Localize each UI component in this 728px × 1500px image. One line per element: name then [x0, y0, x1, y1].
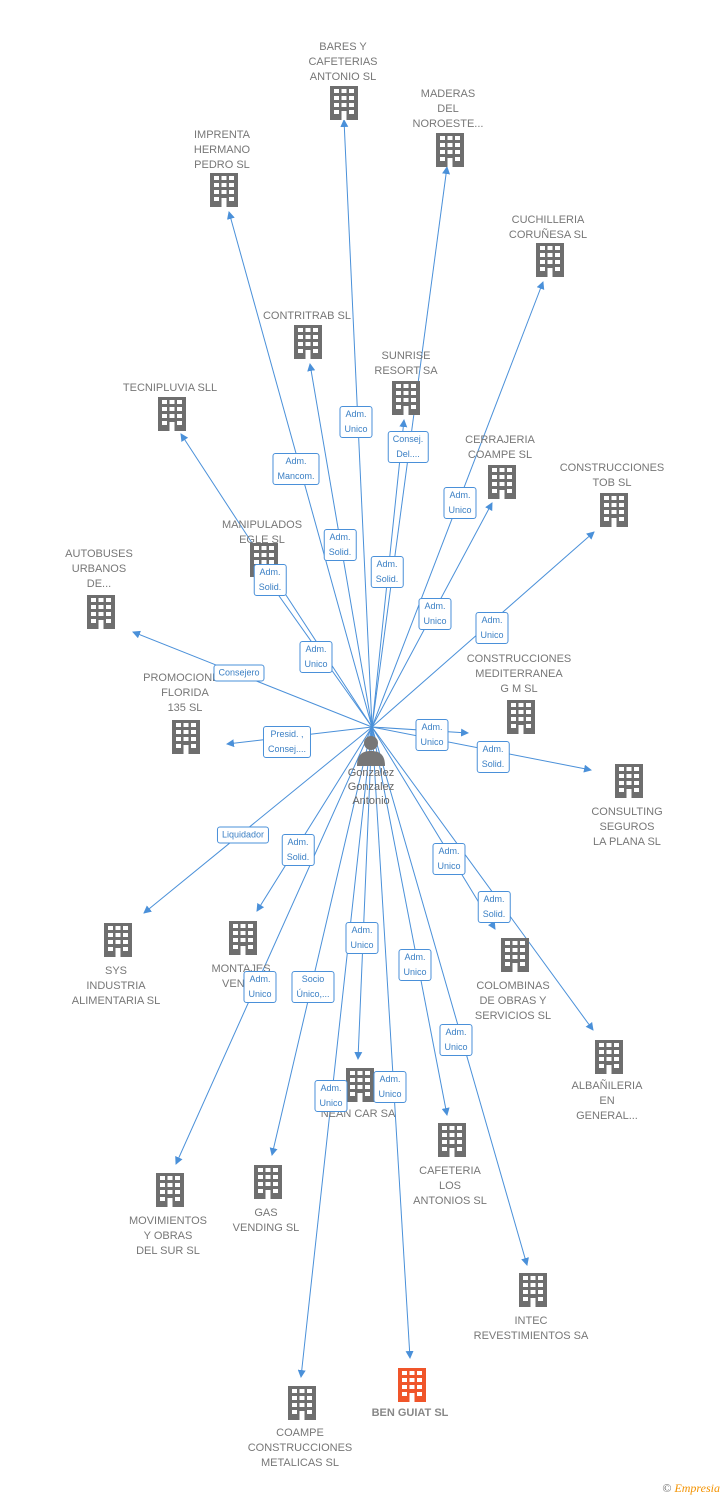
company-label[interactable]: INTEC REVESTIMIENTOS SA	[473, 1315, 589, 1342]
company-label[interactable]: CAFETERIA LOS ANTONIOS SL	[413, 1165, 487, 1207]
role-label-intec[interactable]: Adm. Unico	[439, 1024, 473, 1056]
role-label-neancar[interactable]: Adm. Unico	[345, 922, 379, 954]
edge-sys	[143, 726, 373, 914]
company-label[interactable]: CERRAJERIA COAMPE SL	[465, 434, 535, 461]
building-icon[interactable]	[438, 1123, 466, 1162]
company-label[interactable]: CONTRITRAB SL	[262, 310, 351, 322]
role-label-autobuses[interactable]: Consejero	[213, 664, 265, 682]
edge-benguiat	[371, 726, 414, 1359]
building-icon[interactable]	[501, 938, 529, 977]
company-label[interactable]: GAS VENDING SL	[232, 1207, 300, 1234]
building-icon[interactable]	[536, 243, 564, 282]
copyright: © Empresia	[662, 1481, 720, 1496]
building-icon[interactable]	[507, 700, 535, 739]
building-icon[interactable]	[398, 1368, 426, 1407]
building-icon[interactable]	[595, 1040, 623, 1079]
person-name: Gonzalez Gonzalez Antonio	[347, 767, 395, 807]
role-label-cafeteria[interactable]: Adm. Unico	[398, 949, 432, 981]
person-icon	[357, 736, 385, 766]
building-icon[interactable]	[519, 1273, 547, 1312]
company-label[interactable]: IMPRENTA HERMANO PEDRO SL	[193, 129, 251, 171]
company-label[interactable]: COLOMBINAS DE OBRAS Y SERVICIOS SL	[474, 980, 552, 1022]
brand-logo: Empresia	[674, 1481, 720, 1495]
role-label-albanileria[interactable]: Adm. Solid.	[477, 891, 511, 923]
role-label-montajes[interactable]: Adm. Solid.	[281, 834, 315, 866]
building-icon[interactable]	[156, 1173, 184, 1212]
building-icon[interactable]	[104, 923, 132, 962]
role-label-colombinas[interactable]: Adm. Unico	[432, 843, 466, 875]
company-label[interactable]: MONTAJES VENCE	[211, 963, 271, 990]
company-label[interactable]: MOVIMIENTOS Y OBRAS DEL SUR SL	[128, 1215, 208, 1257]
company-label[interactable]: NEAN CAR SA	[320, 1108, 396, 1120]
edge-colombinas	[371, 726, 496, 930]
role-label-gasvending[interactable]: Socio Único,...	[291, 971, 335, 1003]
building-icon[interactable]	[346, 1068, 374, 1107]
edge-gasvending	[269, 726, 373, 1156]
role-label-benguiat[interactable]: Adm. Unico	[373, 1071, 407, 1103]
building-icon[interactable]	[210, 173, 238, 212]
company-label[interactable]: SYS INDUSTRIA ALIMENTARIA SL	[71, 965, 161, 1007]
role-label-bares[interactable]: Adm. Unico	[339, 406, 373, 438]
edge-coampe	[297, 726, 373, 1378]
copyright-symbol: ©	[662, 1481, 672, 1495]
company-label[interactable]: TECNIPLUVIA SLL	[122, 382, 218, 394]
company-label[interactable]: CONSULTING SEGUROS LA PLANA SL	[591, 806, 663, 848]
building-icon[interactable]	[600, 493, 628, 532]
role-label-manipulados[interactable]: Adm. Solid.	[253, 564, 287, 596]
edge-cafeteria	[371, 726, 450, 1116]
role-label-tob[interactable]: Adm. Unico	[475, 612, 509, 644]
company-label[interactable]: CONSTRUCCIONES MEDITERRANEA G M SL	[466, 653, 572, 695]
company-label[interactable]: SUNRISE RESORT SA	[374, 350, 438, 377]
role-label-coampe[interactable]: Adm. Unico	[314, 1080, 348, 1112]
building-icon[interactable]	[229, 921, 257, 960]
company-label[interactable]: CONSTRUCCIONES TOB SL	[559, 462, 665, 489]
role-label-maderas[interactable]: Consej. Del....	[387, 431, 429, 463]
building-icon[interactable]	[158, 397, 186, 436]
role-label-contritrab[interactable]: Adm. Solid.	[323, 529, 357, 561]
building-icon[interactable]	[294, 325, 322, 364]
role-label-movimientos[interactable]: Adm. Unico	[243, 971, 277, 1003]
role-label-imprenta[interactable]: Adm. Mancom.	[272, 453, 320, 485]
building-icon[interactable]	[288, 1386, 316, 1425]
role-label-cuchilleria[interactable]: Adm. Unico	[443, 487, 477, 519]
edge-intec	[371, 726, 529, 1266]
role-label-mediterranea[interactable]: Adm. Unico	[415, 719, 449, 751]
person-node[interactable]: Gonzalez Gonzalez Antonio	[316, 734, 426, 808]
building-icon[interactable]	[254, 1165, 282, 1204]
company-label[interactable]: MADERAS DEL NOROESTE...	[412, 88, 484, 130]
role-label-tecnipluvia[interactable]: Adm. Unico	[299, 641, 333, 673]
edge-albanileria	[371, 726, 594, 1031]
building-icon[interactable]	[436, 133, 464, 172]
role-label-sys[interactable]: Liquidador	[216, 826, 270, 844]
building-icon[interactable]	[615, 764, 643, 803]
company-label[interactable]: ALBAÑILERIA EN GENERAL...	[571, 1080, 643, 1122]
edge-montajes	[256, 726, 373, 912]
company-label[interactable]: MANIPULADOS EGLE SL	[221, 519, 303, 546]
company-label[interactable]: BEN GUIAT SL	[371, 1407, 449, 1419]
role-label-promociones[interactable]: Presid. , Consej....	[262, 726, 312, 758]
building-icon[interactable]	[87, 595, 115, 634]
company-label[interactable]: AUTOBUSES URBANOS DE...	[65, 548, 133, 590]
edge-movimientos	[175, 726, 373, 1165]
building-icon[interactable]	[330, 86, 358, 125]
building-icon[interactable]	[488, 465, 516, 504]
role-label-consulting[interactable]: Adm. Solid.	[476, 741, 510, 773]
company-label[interactable]: PROMOCIONES FLORIDA 135 SL	[143, 672, 227, 714]
role-label-sunrise[interactable]: Adm. Solid.	[370, 556, 404, 588]
building-icon[interactable]	[172, 720, 200, 759]
role-label-cerrajeria[interactable]: Adm. Unico	[418, 598, 452, 630]
company-label[interactable]: CUCHILLERIA CORUÑESA SL	[508, 214, 588, 241]
building-icon[interactable]	[392, 381, 420, 420]
company-label[interactable]: BARES Y CAFETERIAS ANTONIO SL	[308, 41, 378, 83]
company-label[interactable]: COAMPE CONSTRUCCIONES METALICAS SL	[247, 1427, 353, 1469]
edge-neancar	[354, 726, 373, 1060]
